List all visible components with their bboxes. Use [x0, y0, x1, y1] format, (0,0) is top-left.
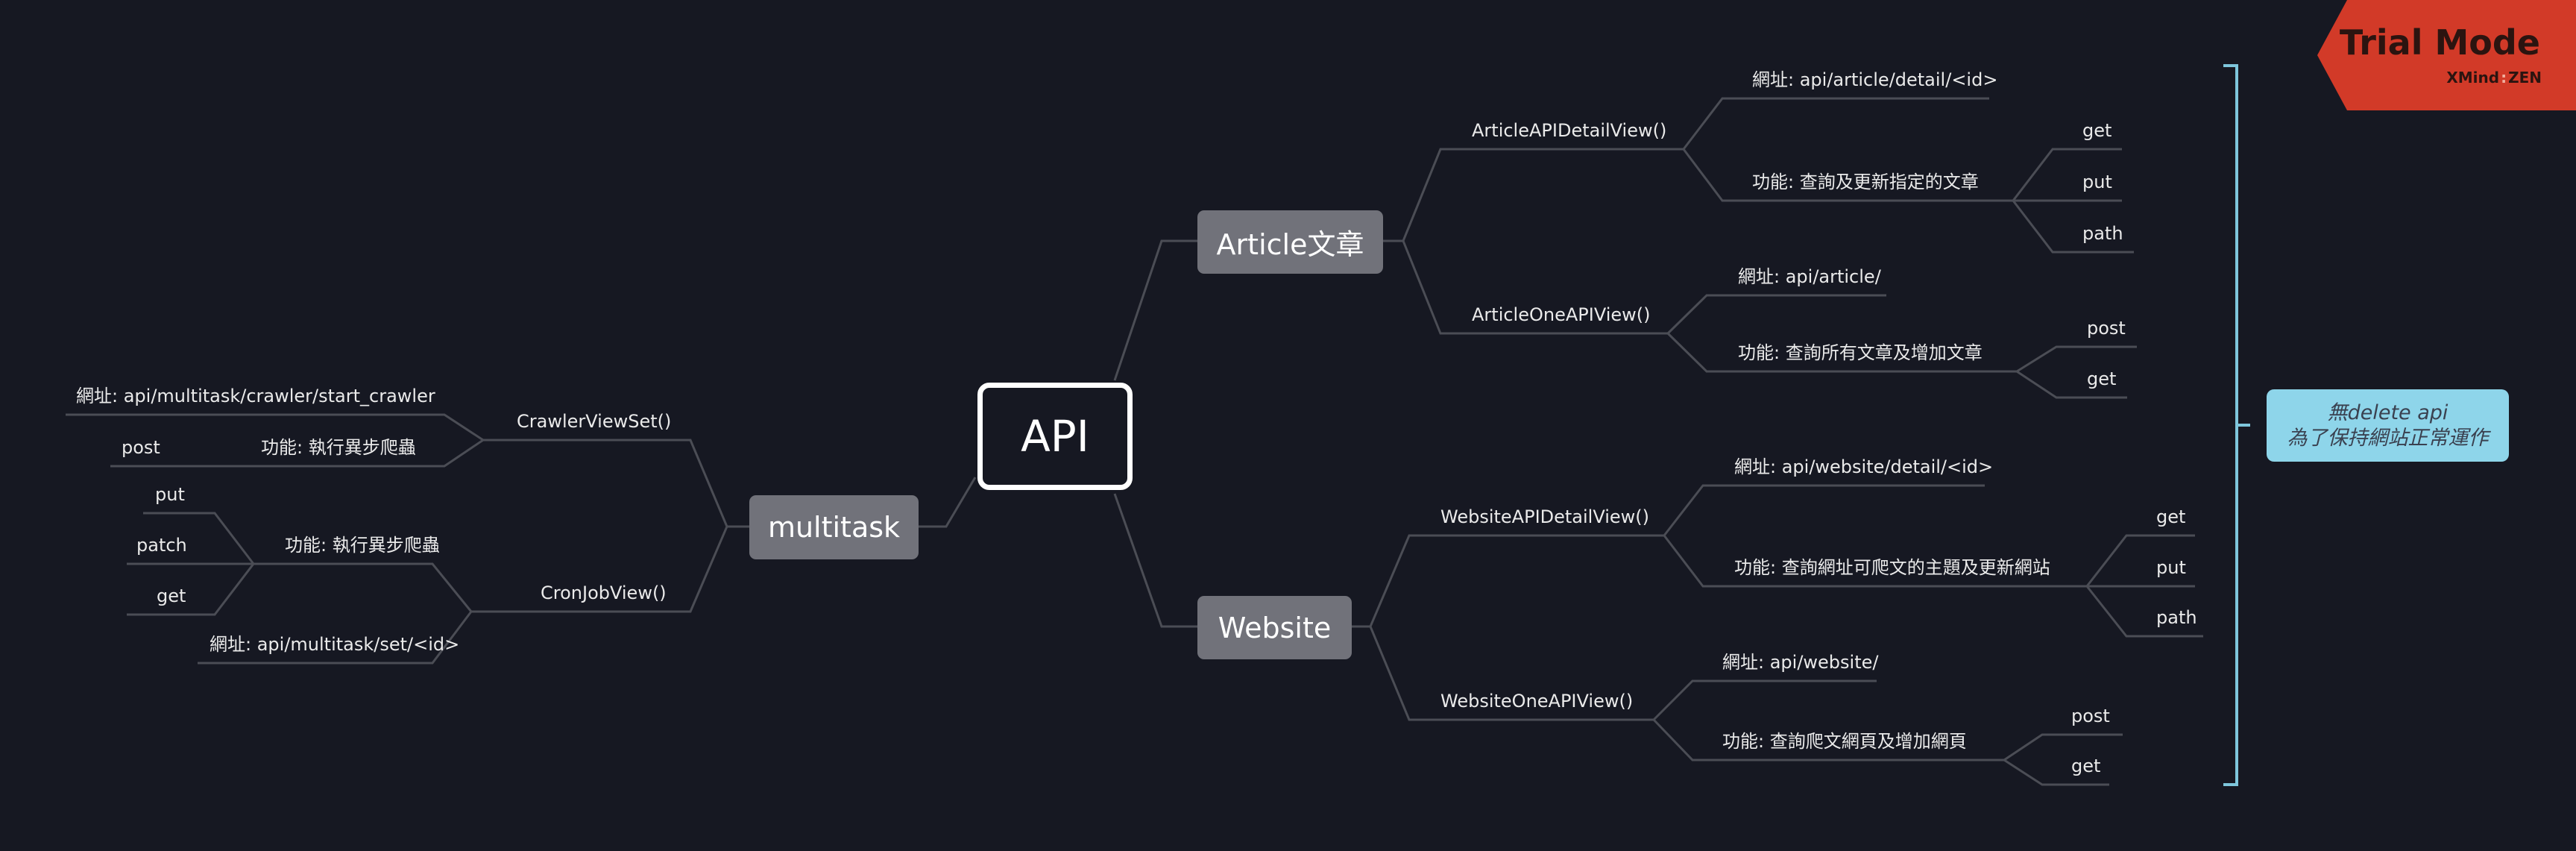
multitask-cron-method-patch[interactable]: patch: [136, 535, 187, 556]
multitask-cron-view[interactable]: CronJobView(): [541, 582, 667, 603]
topic-article-label: Article文章: [1216, 228, 1364, 261]
note-line-2: 為了保持網站正常運作: [2287, 426, 2489, 450]
article-detail-feature[interactable]: 功能: 查詢及更新指定的文章: [1752, 172, 1979, 192]
note-line-1: 無delete api: [2327, 401, 2449, 424]
topic-website-label: Website: [1218, 611, 1332, 644]
multitask-cron-method-get[interactable]: get: [157, 585, 186, 606]
article-detail-view[interactable]: ArticleAPIDetailView(): [1472, 120, 1667, 141]
root-label: API: [1021, 411, 1089, 462]
multitask-crawler-url[interactable]: 網址: api/multitask/crawler/start_crawler: [76, 386, 435, 406]
trial-mode-badge[interactable]: Trial Mode XMind:ZEN: [2319, 0, 2576, 110]
topic-website[interactable]: Website: [1197, 596, 1352, 659]
multitask-crawler-feature[interactable]: 功能: 執行異步爬蟲: [261, 437, 416, 458]
website-detail-method-path[interactable]: path: [2156, 607, 2197, 628]
topic-multitask[interactable]: multitask: [749, 495, 919, 559]
trial-mode-title: Trial Mode: [2339, 22, 2540, 63]
article-detail-method-put[interactable]: put: [2082, 172, 2112, 192]
website-one-method-get[interactable]: get: [2071, 756, 2101, 776]
article-one-feature[interactable]: 功能: 查詢所有文章及增加文章: [1738, 342, 1983, 363]
topic-multitask-label: multitask: [767, 511, 901, 544]
root-topic-api[interactable]: API: [977, 383, 1133, 490]
topic-article[interactable]: Article文章: [1197, 210, 1383, 274]
website-detail-feature[interactable]: 功能: 查詢網址可爬文的主題及更新網站: [1734, 557, 2050, 578]
article-detail-method-get[interactable]: get: [2082, 120, 2112, 141]
multitask-cron-method-put[interactable]: put: [155, 484, 185, 505]
website-one-url[interactable]: 網址: api/website/: [1722, 652, 1879, 673]
article-one-view[interactable]: ArticleOneAPIView(): [1472, 304, 1651, 325]
boundary-note[interactable]: 無delete api 為了保持網站正常運作: [2267, 389, 2509, 462]
website-detail-method-put[interactable]: put: [2156, 557, 2186, 578]
multitask-crawler-method-post[interactable]: post: [122, 437, 160, 458]
brand-name: XMind: [2446, 69, 2500, 87]
website-detail-method-get[interactable]: get: [2156, 506, 2186, 527]
brand-edition: ZEN: [2508, 69, 2542, 87]
website-one-method-post[interactable]: post: [2071, 706, 2110, 726]
website-one-view[interactable]: WebsiteOneAPIView(): [1440, 691, 1634, 712]
multitask-cron-feature[interactable]: 功能: 執行異步爬蟲: [285, 535, 440, 556]
article-one-url[interactable]: 網址: api/article/: [1738, 266, 1881, 287]
multitask-cron-url[interactable]: 網址: api/multitask/set/<id>: [210, 634, 460, 655]
article-detail-url[interactable]: 網址: api/article/detail/<id>: [1752, 69, 1998, 90]
website-one-feature[interactable]: 功能: 查詢爬文網頁及增加網頁: [1722, 731, 1967, 752]
article-one-method-post[interactable]: post: [2087, 318, 2126, 339]
article-detail-method-path[interactable]: path: [2082, 223, 2123, 244]
website-detail-url[interactable]: 網址: api/website/detail/<id>: [1734, 456, 1994, 477]
trial-mode-brand: XMind:ZEN: [2446, 69, 2542, 87]
website-detail-view[interactable]: WebsiteAPIDetailView(): [1440, 506, 1650, 527]
multitask-crawler-view[interactable]: CrawlerViewSet(): [517, 411, 672, 432]
article-one-method-get[interactable]: get: [2087, 368, 2117, 389]
